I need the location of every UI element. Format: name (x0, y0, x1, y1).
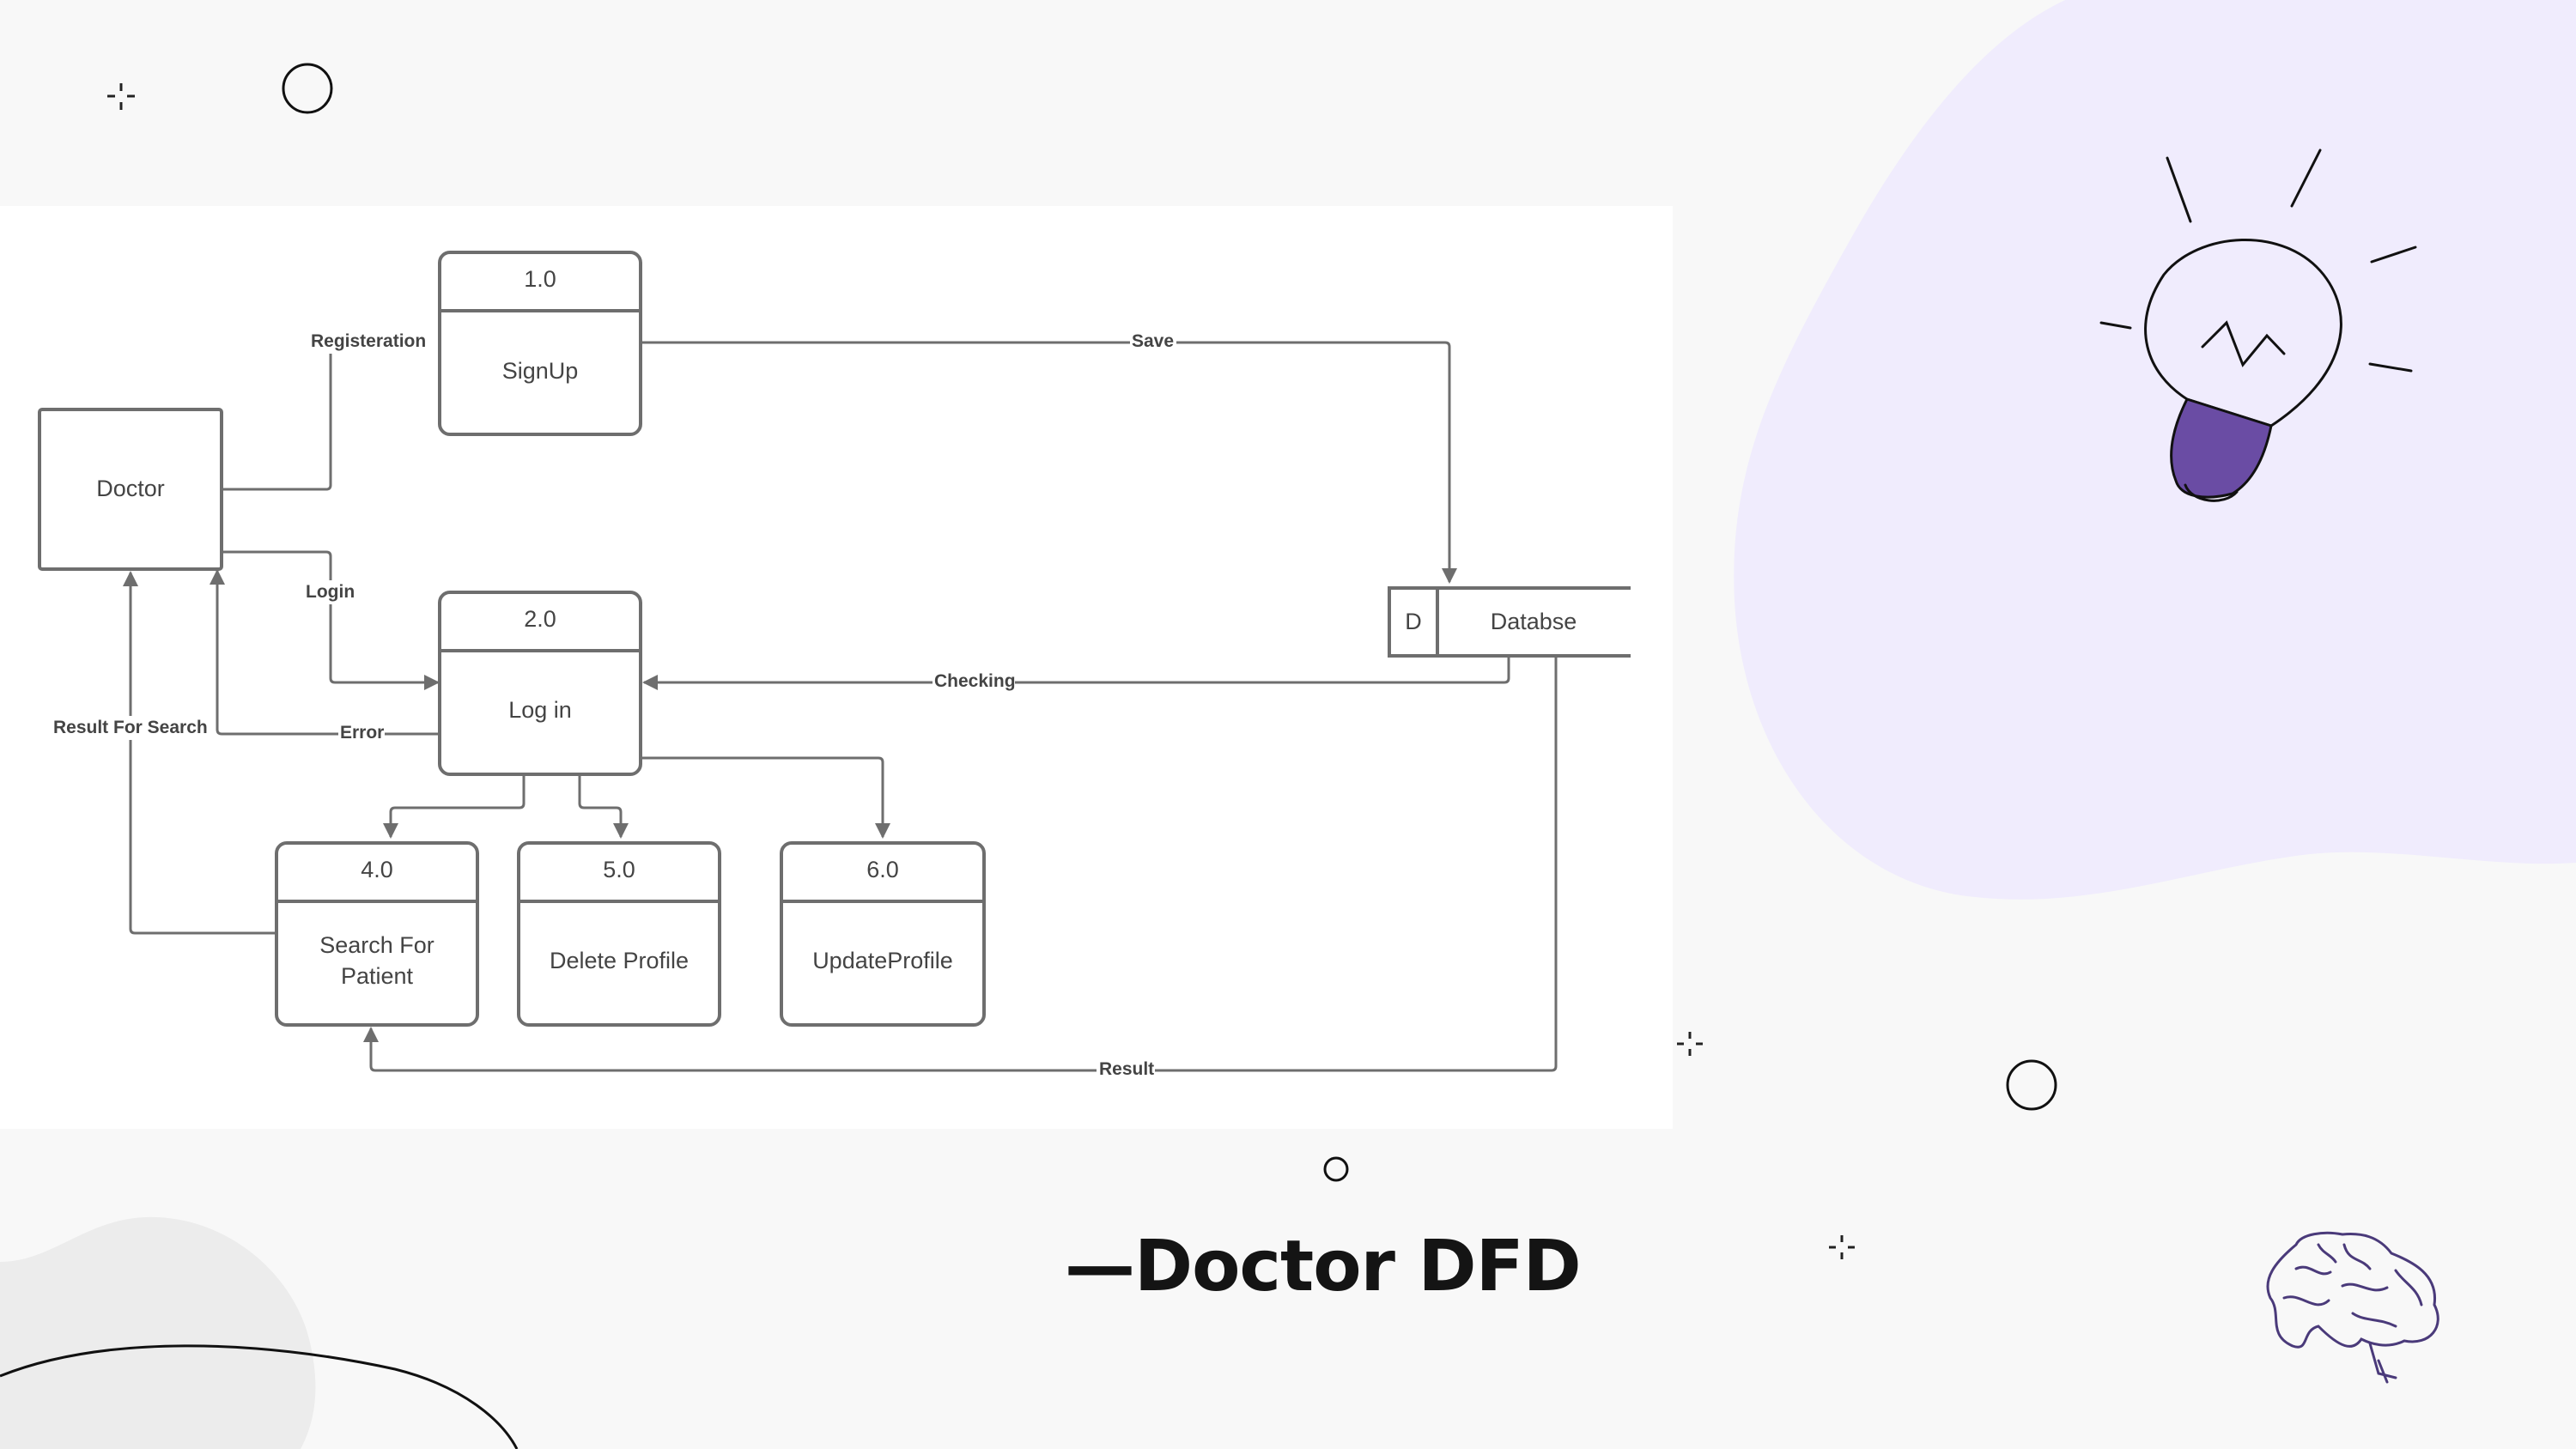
flow-label-registration: Registeration (311, 331, 426, 351)
purple-blob (1734, 0, 2576, 900)
flow-error (210, 569, 438, 736)
process-name: SignUp (502, 358, 579, 384)
data-store-name: Databse (1491, 609, 1577, 634)
data-store-database: D Databse (1388, 586, 1631, 658)
brain-icon (2266, 1231, 2439, 1384)
process-number: 6.0 (866, 857, 899, 882)
flow-label-result: Result (1099, 1059, 1154, 1079)
external-entity-doctor: Doctor (38, 408, 223, 571)
flow-label-result-for-search: Result For Search (53, 718, 208, 737)
process-name-line2: Patient (341, 963, 414, 989)
process-name-line1: Search For (319, 932, 434, 958)
process-number: 4.0 (361, 857, 393, 882)
flow-label-error: Error (340, 723, 384, 743)
flow-save (641, 341, 1457, 584)
process-name: Delete Profile (550, 948, 689, 973)
process-update-profile: 6.0 UpdateProfile (780, 841, 986, 1027)
bottom-curve (0, 1344, 519, 1449)
process-number: 2.0 (524, 606, 556, 632)
lightbulb-icon (2099, 149, 2417, 502)
flow-to-update (641, 756, 890, 839)
flow-label-save: Save (1132, 331, 1174, 351)
process-name: Log in (508, 697, 572, 723)
sparkle-icon (1677, 1032, 1703, 1056)
dfd-diagram-panel: Registeration Save Login Checking Error … (0, 206, 1673, 1129)
process-delete-profile: 5.0 Delete Profile (517, 841, 721, 1027)
circle-icon (1323, 1156, 1349, 1182)
process-signup: 1.0 SignUp (438, 251, 642, 436)
flow-to-search (383, 774, 526, 839)
process-number: 5.0 (603, 857, 635, 882)
circle-icon (2006, 1059, 2057, 1111)
flow-label-checking: Checking (934, 671, 1016, 691)
grey-blob (0, 1216, 316, 1449)
flow-label-login: Login (306, 582, 355, 602)
process-login: 2.0 Log in (438, 591, 642, 776)
data-store-id: D (1405, 609, 1422, 634)
flow-login (222, 550, 440, 690)
circle-icon (282, 63, 333, 114)
flow-checking (642, 656, 1510, 690)
page-title: —Doctor DFD (1065, 1226, 1582, 1307)
flow-registration (222, 335, 440, 491)
sparkle-icon (1829, 1235, 1855, 1259)
flow-to-delete (578, 774, 629, 839)
process-number: 1.0 (524, 266, 556, 292)
flow-result-for-search (123, 571, 276, 935)
process-search-for-patient: 4.0 Search For Patient (275, 841, 479, 1027)
flow-result (363, 656, 1558, 1072)
entity-label: Doctor (96, 476, 165, 501)
sparkle-icon (107, 83, 135, 110)
process-name: UpdateProfile (812, 948, 953, 973)
dfd-diagram: Registeration Save Login Checking Error … (38, 251, 1631, 1082)
